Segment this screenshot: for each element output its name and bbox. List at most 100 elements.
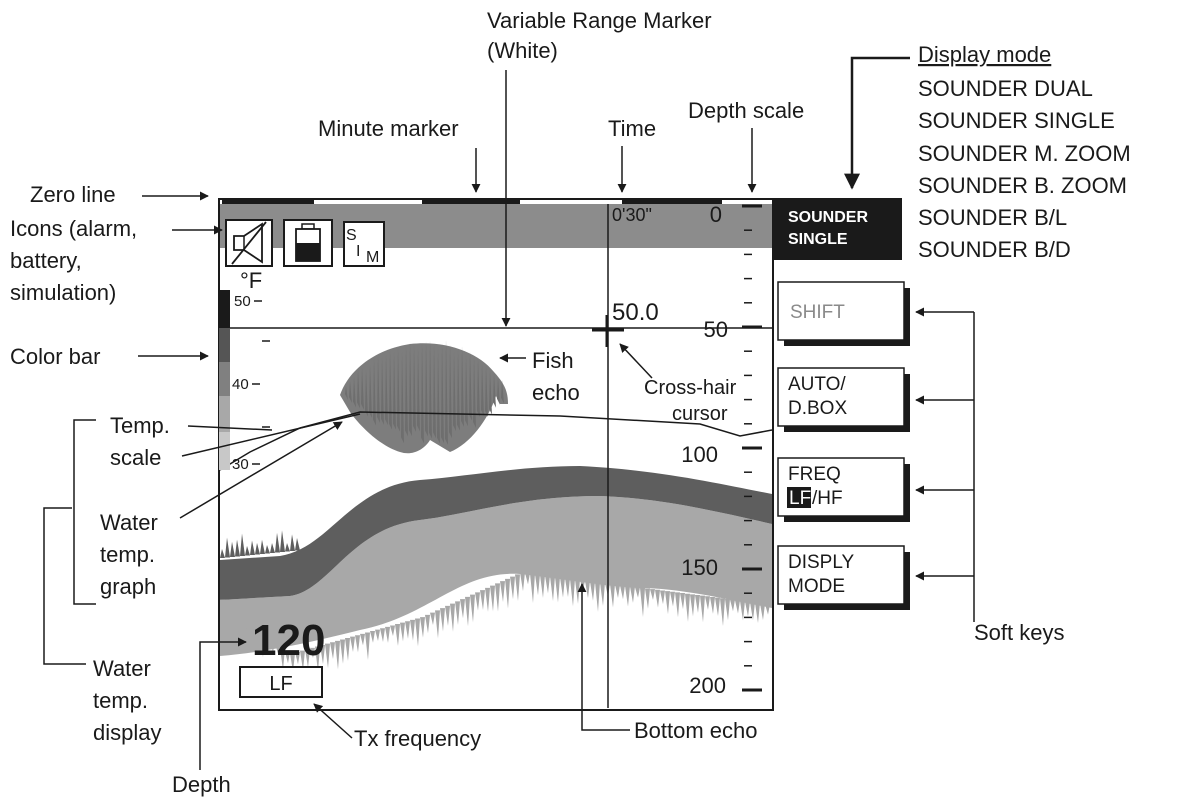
fish-echo-spike — [433, 345, 436, 439]
callout-labels: Variable Range Marker (White) Minute mar… — [10, 8, 1131, 797]
bottom-echo-spike — [480, 590, 485, 611]
temp-tick-label: 50 — [234, 293, 251, 310]
soft-key-label: AUTO/ — [788, 374, 846, 395]
bottom-echo-spike — [245, 545, 250, 556]
fish-echo-spike — [481, 364, 484, 417]
fish-echo-spike — [393, 351, 396, 430]
label-water-temp-graph-1: Water — [100, 510, 158, 535]
fish-echo-spike — [421, 342, 424, 444]
bottom-echo-dark — [220, 466, 772, 600]
bottom-echo-spike — [740, 600, 745, 621]
alarm-icon — [225, 219, 273, 267]
label-water-temp-graph-2: temp. — [100, 542, 155, 567]
fish-echo-spikes — [345, 339, 504, 445]
bottom-echo-spike — [455, 601, 460, 625]
bottom-echo-spike — [685, 593, 690, 622]
bottom-echo-spike — [450, 603, 455, 632]
bottom-echo-spike — [260, 631, 265, 658]
bottom-echo-spike — [235, 611, 240, 632]
bottom-echo-spike — [425, 614, 430, 634]
cursor-depth-readout: 50.0 — [612, 299, 659, 326]
bottom-echo-spike — [295, 652, 300, 665]
bottom-echo-spike — [705, 596, 710, 610]
bottom-echo-spike — [235, 539, 240, 557]
bottom-echo-spike — [390, 625, 395, 637]
sim-icon-i: I — [356, 243, 360, 260]
bottom-echo-spike — [520, 572, 525, 592]
bottom-echo-spike — [650, 589, 655, 600]
bottom-echo-spike — [570, 578, 575, 607]
label-display-mode: SOUNDER M. ZOOM — [918, 141, 1131, 166]
temp-tick-label: 40 — [232, 376, 249, 393]
soft-key-shift[interactable]: SHIFT — [777, 281, 910, 346]
bottom-echo-spike — [225, 537, 230, 558]
bottom-echo-spike — [225, 603, 230, 615]
bottom-echo-spike — [505, 578, 510, 609]
bottom-echo-spike — [250, 540, 255, 555]
temp-unit: °F — [240, 268, 262, 293]
fish-echo-spike — [473, 356, 476, 428]
bottom-echo-spike — [410, 619, 415, 641]
fish-echo-spike — [357, 370, 360, 409]
bottom-echo-spike — [245, 619, 250, 637]
bottom-echo-spike — [285, 543, 290, 552]
bottom-echo-spike — [445, 605, 450, 626]
bottom-echo-spike — [250, 623, 255, 639]
soft-key-display-mode[interactable]: DISPLY MODE — [777, 545, 910, 610]
bottom-echo-spike — [290, 653, 295, 672]
bottom-echo-spike — [490, 585, 495, 612]
depth-tick-label: 200 — [689, 673, 726, 698]
bottom-echo-spike — [320, 645, 325, 665]
fish-echo-spike — [373, 358, 376, 426]
fish-echo-spike — [461, 346, 464, 427]
bottom-echo-spike — [695, 595, 700, 613]
label-vrm-2: (White) — [487, 38, 558, 63]
bottom-echo-spike — [275, 643, 280, 654]
label-minute-marker: Minute marker — [318, 116, 459, 141]
bottom-echo-spike — [255, 627, 260, 644]
label-display-mode-title: Display mode — [918, 42, 1051, 67]
mode-box: SOUNDER SINGLE — [774, 198, 902, 260]
bottom-echo-spike — [625, 585, 630, 607]
label-water-temp-display-3: display — [93, 720, 161, 745]
fish-echo-spike — [469, 351, 472, 421]
bottom-echo-spikes — [220, 530, 770, 672]
fish-echo-spike — [485, 365, 488, 417]
bottom-echo-spike — [660, 590, 665, 605]
label-soft-keys: Soft keys — [974, 620, 1064, 645]
simulation-icon: S I M — [343, 221, 385, 267]
bottom-echo-spike — [305, 649, 310, 668]
bottom-echo-spike — [350, 636, 355, 652]
sounder-screen: S I M °F 50 40 30 0'30" 50.0 0 50 100 15… — [218, 198, 774, 711]
depth-tick-label: 150 — [681, 555, 718, 580]
bottom-echo-spike — [715, 597, 720, 616]
bottom-echo-spike — [265, 635, 270, 649]
bottom-echo-spike — [440, 608, 445, 632]
bottom-echo-spike — [590, 581, 595, 601]
label-display-mode: SOUNDER B/L — [918, 205, 1067, 230]
bottom-echo-spike — [405, 621, 410, 639]
fish-echo-spike — [437, 348, 440, 444]
bottom-echo-spike — [635, 587, 640, 598]
minute-marker-seg — [222, 200, 314, 204]
fish-echo-spike — [417, 347, 420, 432]
bottom-echo-spike — [280, 530, 285, 552]
bottom-echo-spike — [735, 600, 740, 614]
soft-key-auto-dbox[interactable]: AUTO/ D.BOX — [777, 367, 910, 432]
depth-tick-label: 50 — [704, 317, 728, 342]
bottom-echo-spike — [760, 603, 765, 621]
bottom-echo-spike — [535, 574, 540, 596]
soft-key-label: D.BOX — [788, 398, 847, 419]
label-water-temp-display-1: Water — [93, 656, 151, 681]
depth-readout: 120 — [252, 616, 325, 665]
mode-box-line1: SOUNDER — [788, 209, 868, 226]
soft-key-freq[interactable]: FREQ LF /HF — [777, 457, 910, 522]
label-icons-2: battery, — [10, 248, 82, 273]
sim-icon-m: M — [366, 249, 379, 266]
fish-echo-spike — [381, 356, 384, 425]
fish-echo-spike — [425, 340, 428, 437]
bottom-echo-spike — [380, 628, 385, 642]
bottom-echo-spike — [230, 607, 235, 624]
bottom-echo-spike — [630, 586, 635, 603]
